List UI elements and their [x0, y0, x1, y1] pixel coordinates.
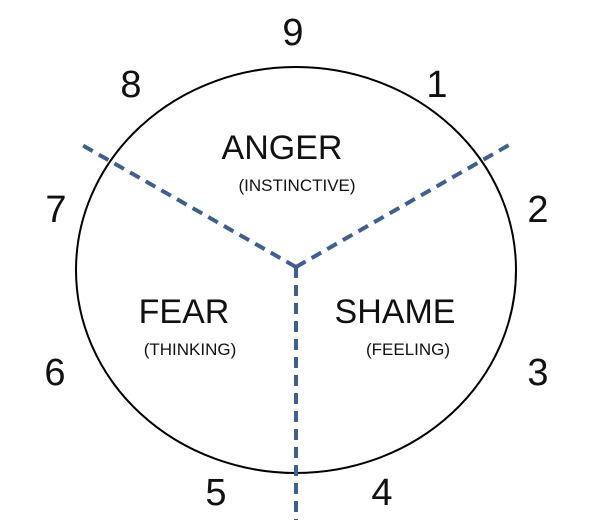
fear-title: FEAR: [139, 293, 230, 331]
anger-title: ANGER: [222, 129, 343, 167]
number-3: 3: [527, 352, 548, 394]
number-1: 1: [426, 64, 447, 106]
number-4: 4: [371, 472, 392, 514]
divider-line-left: [81, 143, 297, 269]
number-7: 7: [45, 189, 66, 231]
shame-subtitle: (FEELING): [366, 340, 450, 359]
number-5: 5: [205, 472, 226, 514]
number-6: 6: [44, 352, 65, 394]
fear-subtitle: (THINKING): [144, 340, 237, 359]
number-9: 9: [282, 12, 303, 54]
number-8: 8: [120, 64, 141, 106]
number-2: 2: [527, 189, 548, 231]
shame-title: SHAME: [335, 293, 456, 331]
divider-line-right: [295, 143, 510, 269]
divider-lines: [81, 143, 510, 520]
anger-subtitle: (INSTINCTIVE): [238, 176, 355, 195]
